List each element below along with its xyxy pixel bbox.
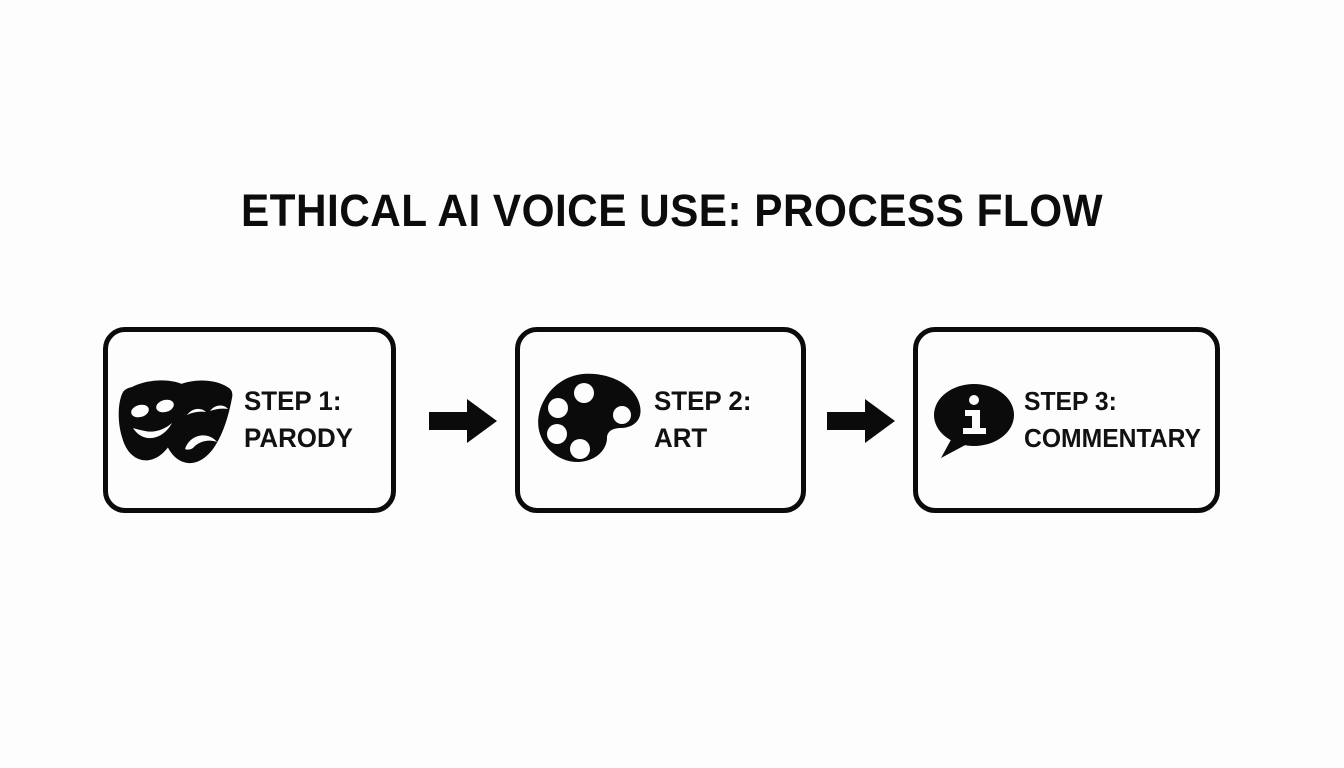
flow-step-1[interactable]: STEP 1: PARODY bbox=[103, 327, 396, 513]
info-speech-bubble-icon bbox=[924, 380, 1024, 460]
theater-masks-icon bbox=[112, 370, 244, 470]
flow-step-1-label: STEP 1: PARODY bbox=[244, 386, 353, 453]
artist-palette-icon bbox=[526, 370, 654, 470]
process-flow-diagram: STEP 1: PARODY STEP 2: ART bbox=[0, 327, 1344, 517]
flow-step-2-label: STEP 2: ART bbox=[654, 386, 752, 453]
flow-step-3[interactable]: STEP 3: COMMENTARY bbox=[913, 327, 1220, 513]
flow-step-2[interactable]: STEP 2: ART bbox=[515, 327, 806, 513]
arrow-right-icon bbox=[429, 398, 497, 444]
flow-step-3-label: STEP 3: COMMENTARY bbox=[1024, 386, 1202, 453]
arrow-right-icon bbox=[827, 398, 895, 444]
page-title: ETHICAL AI VOICE USE: PROCESS FLOW bbox=[240, 185, 1104, 236]
